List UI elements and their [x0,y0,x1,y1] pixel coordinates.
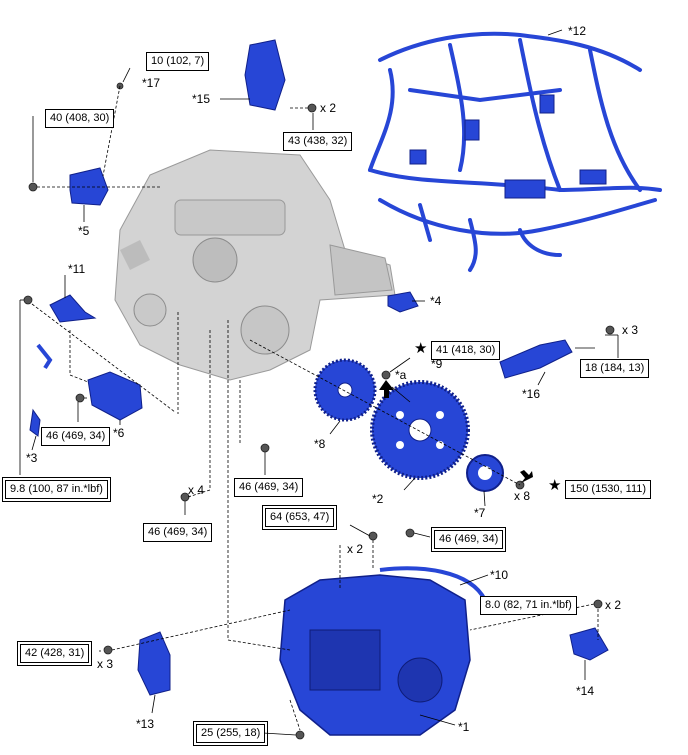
callout-2: *2 [372,492,384,506]
torque-spec-15: 43 (438, 32) [283,132,353,151]
callout-14: *14 [576,684,595,698]
torque-spec-14: 8.0 (82, 71 in.*lbf) [480,596,577,615]
callout-3: *3 [26,451,38,465]
flywheel-2 [370,380,470,480]
torque-spec-17: 10 (102, 7) [146,52,210,71]
part-4 [387,291,419,313]
callout-8: *8 [314,437,326,451]
torque-spec-16: 18 (184, 13) [580,359,650,378]
callout-11: *11 [68,262,86,276]
torque-spec-bottom: 25 (255, 18) [192,721,269,746]
callout-12: *12 [568,24,587,38]
callout-15: *15 [192,92,211,106]
callout-7: *7 [474,506,486,520]
torque-spec-flywheel: 150 (1530, 111) [565,480,652,499]
arrow-up [379,380,394,398]
qty-mount: x 3 [97,657,114,671]
sensor-11 [49,294,97,323]
bracket-16 [499,339,573,379]
wire-harness [368,31,662,272]
bracket-5 [69,167,109,206]
callout-13: *13 [136,717,155,731]
callout-6: *6 [113,426,125,440]
torque-spec-right: 46 (469, 34) [430,527,507,552]
torque-spec-mid: 64 (653, 47) [261,505,338,530]
callout-16: *16 [522,387,541,401]
qty-14: x 2 [605,598,622,612]
arrow-down-left [520,470,533,483]
callout-5: *5 [78,224,90,238]
cover-15 [244,39,286,111]
torque-spec-9: 41 (418, 30) [431,341,501,360]
starter-6 [87,371,143,421]
callout-4: *4 [430,294,442,308]
qty-left: x 4 [188,483,205,497]
callout-10: *10 [490,568,509,582]
callout-1: *1 [458,720,470,734]
torque-spec-mount: 42 (428, 31) [16,641,93,666]
star-icon: ★ [548,477,562,494]
transaxle [279,566,487,736]
bracket-14 [569,627,609,661]
callout-17: *17 [142,76,161,90]
engine-block [114,149,396,381]
torque-spec-center: 46 (469, 34) [234,478,304,497]
part-3 [29,408,41,437]
callout-9: *9 [431,357,443,371]
qty-mid: x 2 [347,542,364,556]
qty-flywheel: x 8 [514,489,531,503]
callout-a: *a [395,368,407,382]
torque-spec-5: 40 (408, 30) [45,109,115,128]
hose-3-upper [36,343,53,370]
torque-spec-11: 9.8 (100, 87 in.*lbf) [2,477,111,502]
torque-spec-lower: 46 (469, 34) [143,523,213,542]
mount-13 [137,631,171,696]
qty-16: x 3 [622,323,639,337]
plate-7 [466,454,504,492]
star-icon: ★ [414,340,428,357]
torque-spec-6: 46 (469, 34) [41,427,111,446]
drive-plate-8 [313,358,377,422]
qty-15: x 2 [320,101,337,115]
